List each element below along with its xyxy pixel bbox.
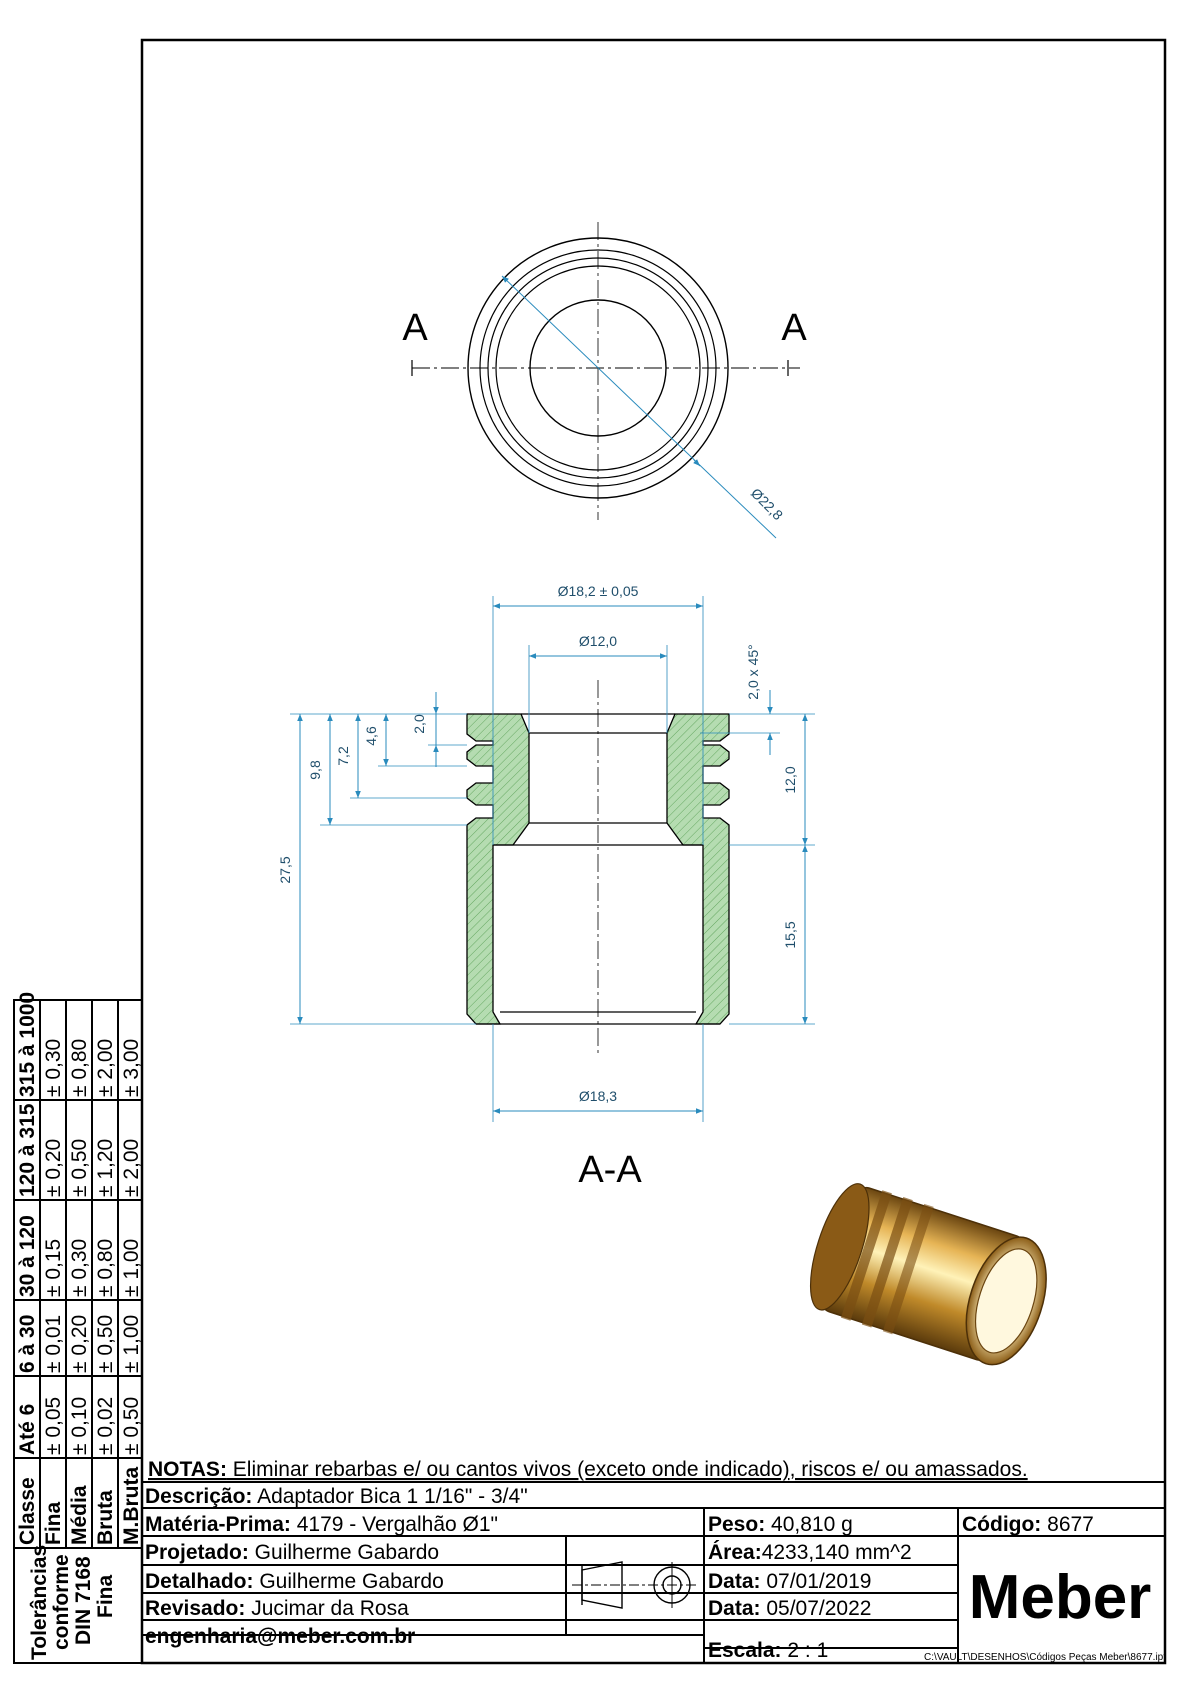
tolerance-table: Tolerâncias conforme DIN 7168 Fina Class… <box>13 992 143 1664</box>
projetado-row: Projetado: Guilherme Gabardo <box>145 1541 439 1564</box>
dim-top-diameter: Ø18,2 ± 0,05 <box>558 583 639 599</box>
area-value: 4233,140 mm^2 <box>762 1541 912 1564</box>
tol-cell: ± 0,30 <box>42 1039 65 1097</box>
section-cut-label-right: A <box>781 307 807 349</box>
tol-cell: ± 0,20 <box>68 1315 91 1373</box>
tol-cell: ± 0,20 <box>42 1139 65 1197</box>
codigo-label: Código: <box>962 1513 1041 1536</box>
revisado-value: Jucimar da Rosa <box>245 1597 409 1620</box>
codigo-value: 8677 <box>1041 1513 1094 1536</box>
area-row: Área:4233,140 mm^2 <box>708 1541 912 1564</box>
tol-cell: ± 0,80 <box>68 1039 91 1097</box>
dim-9-8: 9,8 <box>307 760 323 780</box>
escala-value: 2 : 1 <box>782 1639 829 1662</box>
tol-cell: ± 0,10 <box>68 1397 91 1455</box>
notes-row: NOTAS: Eliminar rebarbas e/ ou cantos vi… <box>148 1458 1028 1481</box>
data-criacao-label: Data: <box>708 1570 761 1593</box>
file-path: C:\VAULT\DESENHOS\Códigos Peças Meber\86… <box>924 1652 1166 1663</box>
revisado-label: Revisado: <box>145 1597 245 1620</box>
tol-class-fina: Fina <box>42 1502 65 1545</box>
detalhado-label: Detalhado: <box>145 1570 254 1593</box>
tol-class-media: Média <box>68 1485 91 1545</box>
brand-logo: Meber <box>969 1563 1152 1632</box>
sheet-border <box>140 38 1167 1665</box>
dim-inner-diameter: Ø12,0 <box>579 633 617 649</box>
detalhado-row: Detalhado: Guilherme Gabardo <box>145 1570 444 1593</box>
title-block: NOTAS: Eliminar rebarbas e/ ou cantos vi… <box>142 1458 1165 1663</box>
dim-outer-diameter: Ø22,8 <box>748 485 786 523</box>
tol-header-classe: Classe <box>16 1477 39 1545</box>
top-view: A A Ø22,8 <box>402 222 807 539</box>
data-revisao-row: Data: 05/07/2022 <box>708 1597 871 1620</box>
projection-symbol-icon <box>572 1561 696 1609</box>
right-wall-section <box>666 713 730 1025</box>
tol-cell: ± 3,00 <box>120 1039 143 1097</box>
tol-cell: ± 1,00 <box>120 1315 143 1373</box>
tol-range-3: 30 à 120 <box>16 1215 39 1297</box>
tol-cell: ± 2,00 <box>94 1039 117 1097</box>
tol-cell: ± 0,50 <box>94 1315 117 1373</box>
detalhado-value: Guilherme Gabardo <box>254 1570 444 1593</box>
dim-chamfer: 2,0 x 45° <box>745 644 761 699</box>
data-criacao-value: 07/01/2019 <box>761 1570 872 1593</box>
projetado-value: Guilherme Gabardo <box>249 1541 439 1564</box>
tol-cell: ± 0,05 <box>42 1397 65 1455</box>
notes-label: NOTAS: <box>148 1458 227 1481</box>
tol-cell: ± 0,50 <box>120 1397 143 1455</box>
area-label: Área: <box>708 1541 762 1564</box>
dim-15-5: 15,5 <box>782 921 798 948</box>
email: engenharia@meber.com.br <box>145 1625 415 1648</box>
tol-cell: ± 0,50 <box>68 1139 91 1197</box>
tol-range-2: 6 à 30 <box>16 1315 39 1373</box>
data-revisao-label: Data: <box>708 1597 761 1620</box>
descricao-label: Descrição: <box>145 1485 252 1508</box>
tol-caption-3: DIN 7168 <box>72 1556 95 1645</box>
tol-class-mbruta: M.Bruta <box>120 1467 143 1545</box>
tol-range-5: 315 à 1000 <box>16 992 39 1097</box>
tol-cell: ± 0,15 <box>42 1239 65 1297</box>
descricao-value: Adaptador Bica 1 1/16" - 3/4" <box>252 1485 527 1508</box>
data-revisao-value: 05/07/2022 <box>761 1597 872 1620</box>
peso-value: 40,810 g <box>765 1513 853 1536</box>
section-title: A-A <box>578 1149 642 1191</box>
tol-cell: ± 1,20 <box>94 1139 117 1197</box>
section-cut-label-left: A <box>402 307 428 349</box>
projetado-label: Projetado: <box>145 1541 249 1564</box>
escala-row: Escala: 2 : 1 <box>708 1639 828 1662</box>
tol-cell: ± 0,01 <box>42 1315 65 1373</box>
revisado-row: Revisado: Jucimar da Rosa <box>145 1597 409 1620</box>
dim-bottom-diameter: Ø18,3 <box>579 1088 617 1104</box>
materia-value: 4179 - Vergalhão Ø1" <box>291 1513 498 1536</box>
tol-cell: ± 0,02 <box>94 1397 117 1455</box>
tol-caption-2: conforme <box>50 1554 73 1650</box>
tol-cell: ± 2,00 <box>120 1139 143 1197</box>
section-view: Ø18,2 ± 0,05 Ø12,0 Ø18,3 27,5 9,8 7,2 4,… <box>277 583 815 1191</box>
tol-caption-1: Tolerâncias <box>28 1545 51 1660</box>
peso-row: Peso: 40,810 g <box>708 1513 853 1536</box>
data-criacao-row: Data: 07/01/2019 <box>708 1570 871 1593</box>
tol-caption-4: Fina <box>94 1575 117 1618</box>
tol-cell: ± 0,80 <box>94 1239 117 1297</box>
part-3d-render <box>809 1183 1047 1366</box>
tol-cell: ± 0,30 <box>68 1239 91 1297</box>
materia-label: Matéria-Prima: <box>145 1513 291 1536</box>
descricao-row: Descrição: Adaptador Bica 1 1/16" - 3/4" <box>145 1485 528 1508</box>
dim-2-0: 2,0 <box>411 714 427 734</box>
notes-text: Eliminar rebarbas e/ ou cantos vivos (ex… <box>227 1458 1028 1481</box>
escala-label: Escala: <box>708 1639 782 1662</box>
peso-label: Peso: <box>708 1513 765 1536</box>
materia-row: Matéria-Prima: 4179 - Vergalhão Ø1" <box>145 1513 498 1536</box>
dim-12-0: 12,0 <box>782 766 798 793</box>
left-wall-section <box>466 713 530 1025</box>
codigo-row: Código: 8677 <box>962 1513 1094 1536</box>
tol-class-bruta: Bruta <box>94 1490 117 1545</box>
dim-4-6: 4,6 <box>363 726 379 746</box>
dim-total-height: 27,5 <box>277 856 293 883</box>
tol-cell: ± 1,00 <box>120 1239 143 1297</box>
dim-7-2: 7,2 <box>335 746 351 766</box>
tol-range-1: Até 6 <box>16 1404 39 1455</box>
tol-range-4: 120 à 315 <box>16 1103 39 1197</box>
